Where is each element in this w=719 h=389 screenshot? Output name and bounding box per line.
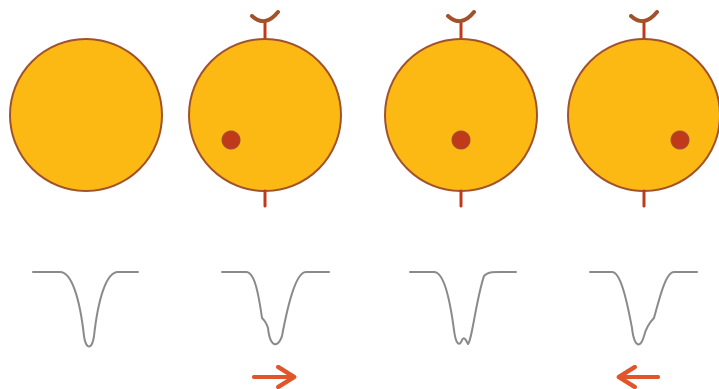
star-disk [385,39,537,191]
panel-1 [10,39,162,347]
panel-2 [189,12,341,377]
star-disk [568,39,719,191]
rotation-direction-icon [448,12,474,21]
panel-4 [568,12,719,377]
star-disk [10,39,162,191]
starspot [222,131,240,149]
line-profile [33,272,138,347]
starspot [671,131,689,149]
line-profile [222,272,329,344]
rotation-direction-icon [631,12,657,21]
panel-3 [385,12,537,344]
starspot [452,131,470,149]
line-profile [410,272,516,344]
star-disk [189,39,341,191]
line-profile [590,272,697,344]
rotation-direction-icon [252,12,278,21]
